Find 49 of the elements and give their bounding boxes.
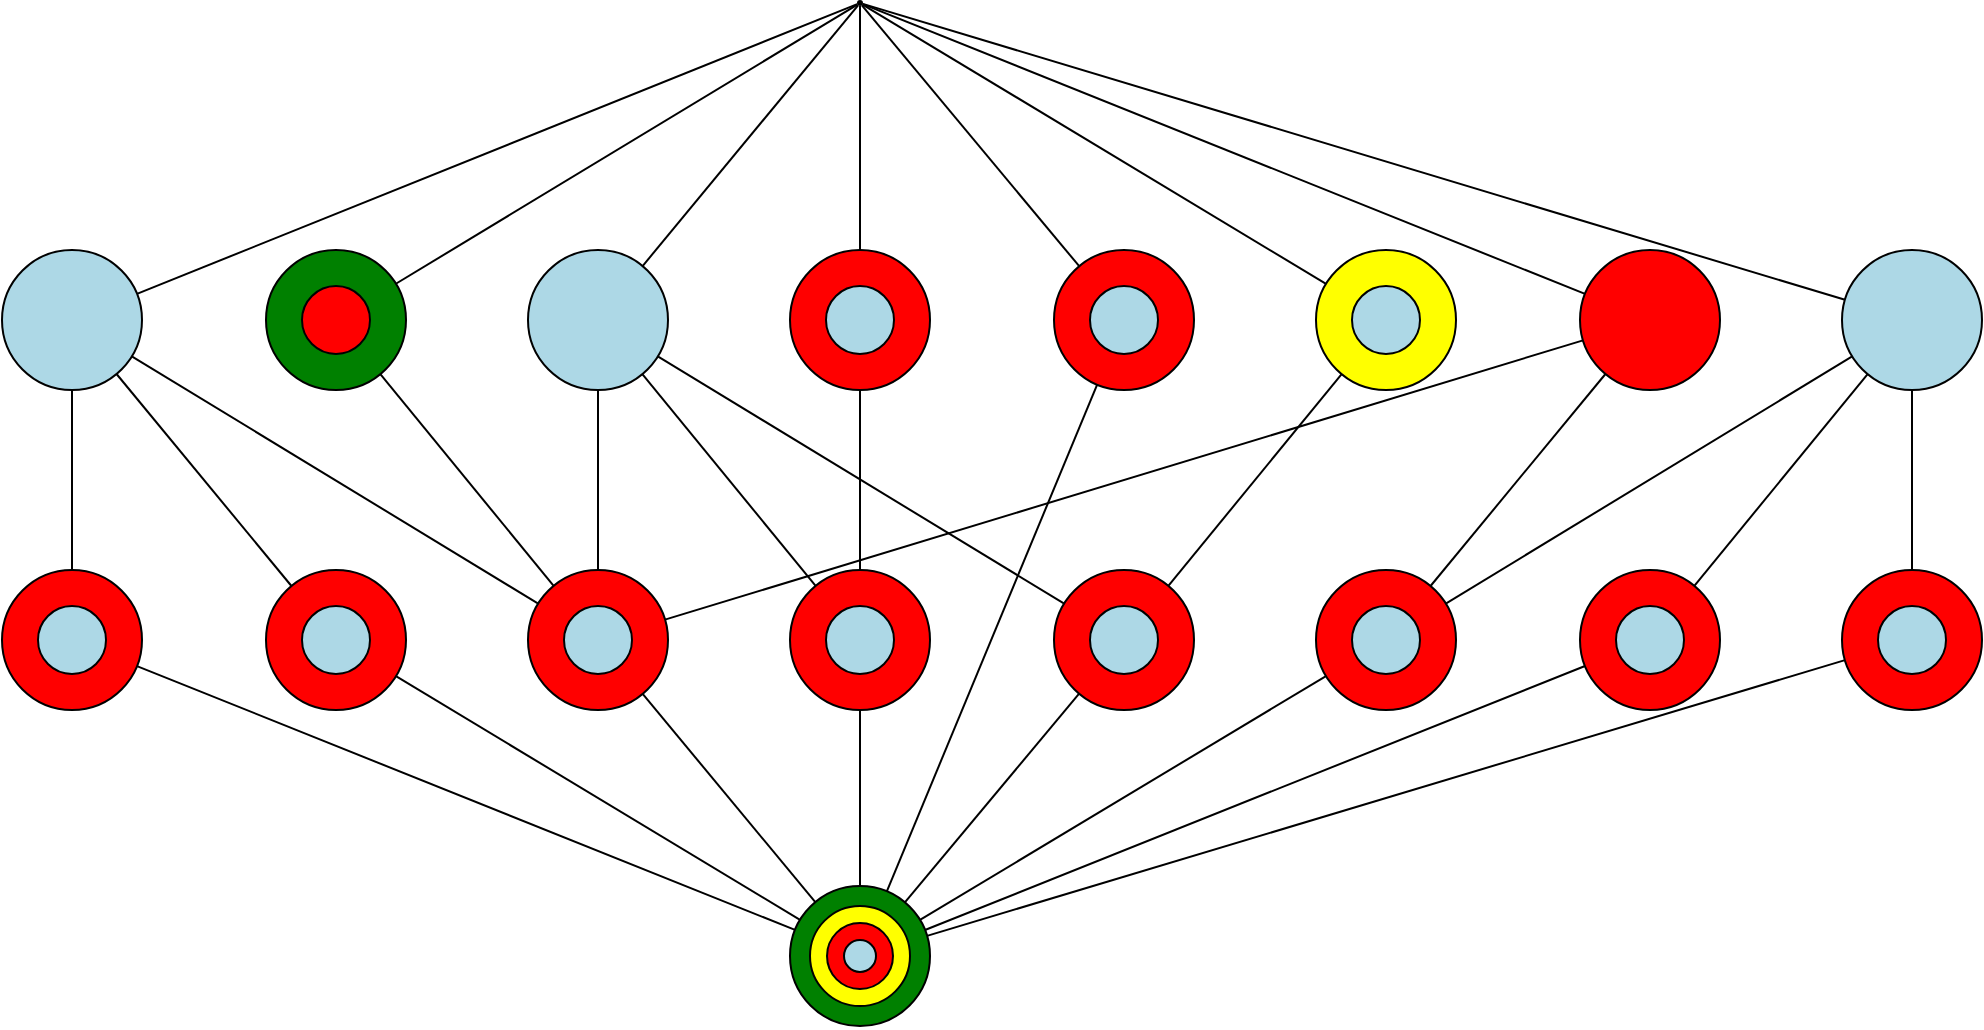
ring-node (527, 569, 669, 711)
concentric-rings-node (789, 885, 931, 1027)
connector-line (903, 692, 1081, 904)
connector-line (641, 4, 860, 268)
connector-line (859, 709, 861, 887)
circle-node (1841, 249, 1983, 391)
connector-line (924, 665, 1586, 931)
apex-point (857, 0, 863, 6)
circle-node (527, 249, 669, 391)
connector-line (135, 665, 797, 931)
connector-line (663, 339, 1585, 621)
connector-line (926, 659, 1846, 937)
connector-line (379, 373, 555, 587)
connector-line (861, 2, 1846, 301)
connector-line (860, 4, 1081, 268)
connector-line (641, 692, 817, 904)
connector-line (1444, 355, 1854, 605)
connector-line (641, 373, 817, 587)
ring-node (1315, 249, 1457, 391)
connector-line (597, 389, 599, 571)
connector-line (1911, 389, 1913, 571)
ring-node (789, 569, 931, 711)
ring-node (1841, 569, 1983, 711)
connector-line (1167, 373, 1343, 587)
connector-line (859, 5, 861, 251)
ring-node (1053, 569, 1195, 711)
connector-line (135, 3, 859, 295)
connector-line (656, 355, 1066, 605)
connector-line (885, 383, 1099, 893)
circle-node (1579, 249, 1721, 391)
connector-line (394, 675, 802, 921)
connector-line (71, 389, 73, 571)
connector-line (861, 3, 1587, 295)
connector-line (115, 373, 293, 587)
ring-node (265, 569, 407, 711)
connector-line (1693, 373, 1869, 587)
connector-line (861, 3, 1328, 285)
connector-line (919, 675, 1327, 921)
connector-line (130, 355, 540, 605)
ring-node (1579, 569, 1721, 711)
ring-node (1, 569, 143, 711)
ring-node (1053, 249, 1195, 391)
connector-line (859, 389, 861, 571)
connector-line (1429, 373, 1607, 587)
connector-line (394, 3, 859, 285)
circle-node (1, 249, 143, 391)
ring-node (265, 249, 407, 391)
ring-node (789, 249, 931, 391)
ring-node (1315, 569, 1457, 711)
